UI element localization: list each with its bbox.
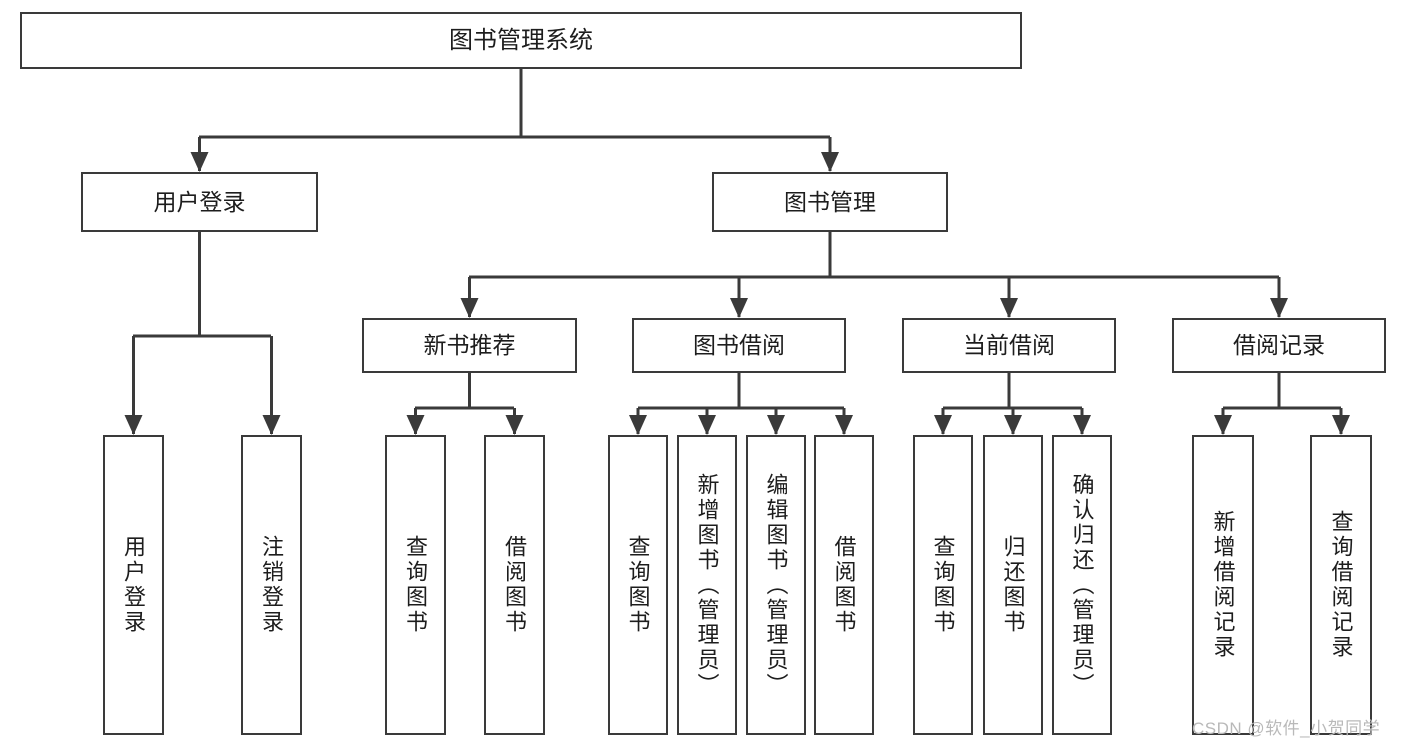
node-leaf_query_record: 查询借阅记录 xyxy=(1310,435,1372,735)
node-leaf_edit_book: 编辑图书（管理员） xyxy=(746,435,806,735)
node-leaf_query_book_3: 查询图书 xyxy=(913,435,973,735)
arrow-icon-leaf_query_book_3 xyxy=(934,415,952,435)
node-label-leaf_user_login: 用户登录 xyxy=(121,535,147,635)
node-root: 图书管理系统 xyxy=(20,12,1022,69)
node-label-leaf_add_record: 新增借阅记录 xyxy=(1210,510,1236,660)
node-leaf_borrow_book_1: 借阅图书 xyxy=(484,435,545,735)
node-label-book_mgmt: 图书管理 xyxy=(784,188,876,215)
node-label-leaf_query_book_1: 查询图书 xyxy=(403,535,429,635)
node-leaf_add_record: 新增借阅记录 xyxy=(1192,435,1254,735)
node-label-leaf_borrow_book_1: 借阅图书 xyxy=(502,535,528,635)
node-label-borrow_record: 借阅记录 xyxy=(1233,332,1325,359)
arrow-icon-leaf_borrow_book_1 xyxy=(505,415,524,435)
arrow-icon-leaf_query_book_1 xyxy=(406,415,425,435)
node-leaf_return_book: 归还图书 xyxy=(983,435,1043,735)
node-label-user_login: 用户登录 xyxy=(153,188,246,215)
node-label-leaf_borrow_book_2: 借阅图书 xyxy=(831,535,857,635)
node-label-current_borrow: 当前借阅 xyxy=(963,332,1055,359)
arrow-icon-leaf_query_book_2 xyxy=(629,415,647,435)
node-label-leaf_query_book_2: 查询图书 xyxy=(625,535,651,635)
arrow-icon-leaf_confirm_return xyxy=(1073,415,1091,435)
arrow-icon-leaf_add_book xyxy=(698,415,716,435)
node-leaf_logout: 注销登录 xyxy=(241,435,302,735)
arrow-icon-leaf_user_login xyxy=(124,415,143,435)
node-borrow_record: 借阅记录 xyxy=(1172,318,1386,373)
arrow-icon-borrow_record xyxy=(1270,298,1288,318)
arrow-icon-new_book_rec xyxy=(460,298,479,318)
node-label-new_book_rec: 新书推荐 xyxy=(423,332,516,359)
node-book_mgmt: 图书管理 xyxy=(712,172,948,232)
node-label-root: 图书管理系统 xyxy=(449,26,593,54)
node-label-leaf_query_book_3: 查询图书 xyxy=(930,535,956,635)
node-user_login: 用户登录 xyxy=(81,172,318,232)
node-label-leaf_confirm_return: 确认归还（管理员） xyxy=(1069,472,1095,698)
node-label-book_borrow: 图书借阅 xyxy=(693,332,785,359)
node-book_borrow: 图书借阅 xyxy=(632,318,846,373)
arrow-icon-leaf_borrow_book_2 xyxy=(835,415,853,435)
node-leaf_add_book: 新增图书（管理员） xyxy=(677,435,737,735)
node-leaf_user_login: 用户登录 xyxy=(103,435,164,735)
node-current_borrow: 当前借阅 xyxy=(902,318,1116,373)
arrow-icon-book_mgmt xyxy=(821,152,839,172)
arrow-icon-leaf_add_record xyxy=(1214,415,1232,435)
node-label-leaf_return_book: 归还图书 xyxy=(1000,535,1026,635)
arrow-icon-user_login xyxy=(190,152,209,172)
node-label-leaf_logout: 注销登录 xyxy=(259,535,285,635)
arrow-icon-leaf_query_record xyxy=(1332,415,1350,435)
node-leaf_borrow_book_2: 借阅图书 xyxy=(814,435,874,735)
arrow-icon-current_borrow xyxy=(1000,298,1018,318)
arrow-icon-book_borrow xyxy=(730,298,748,318)
node-label-leaf_add_book: 新增图书（管理员） xyxy=(694,472,720,698)
node-leaf_query_book_2: 查询图书 xyxy=(608,435,668,735)
arrow-icon-leaf_return_book xyxy=(1004,415,1022,435)
arrow-icon-leaf_edit_book xyxy=(767,415,785,435)
node-label-leaf_query_record: 查询借阅记录 xyxy=(1328,510,1354,660)
arrow-icon-leaf_logout xyxy=(262,415,281,435)
node-leaf_query_book_1: 查询图书 xyxy=(385,435,446,735)
node-label-leaf_edit_book: 编辑图书（管理员） xyxy=(763,472,789,698)
node-new_book_rec: 新书推荐 xyxy=(362,318,577,373)
node-leaf_confirm_return: 确认归还（管理员） xyxy=(1052,435,1112,735)
